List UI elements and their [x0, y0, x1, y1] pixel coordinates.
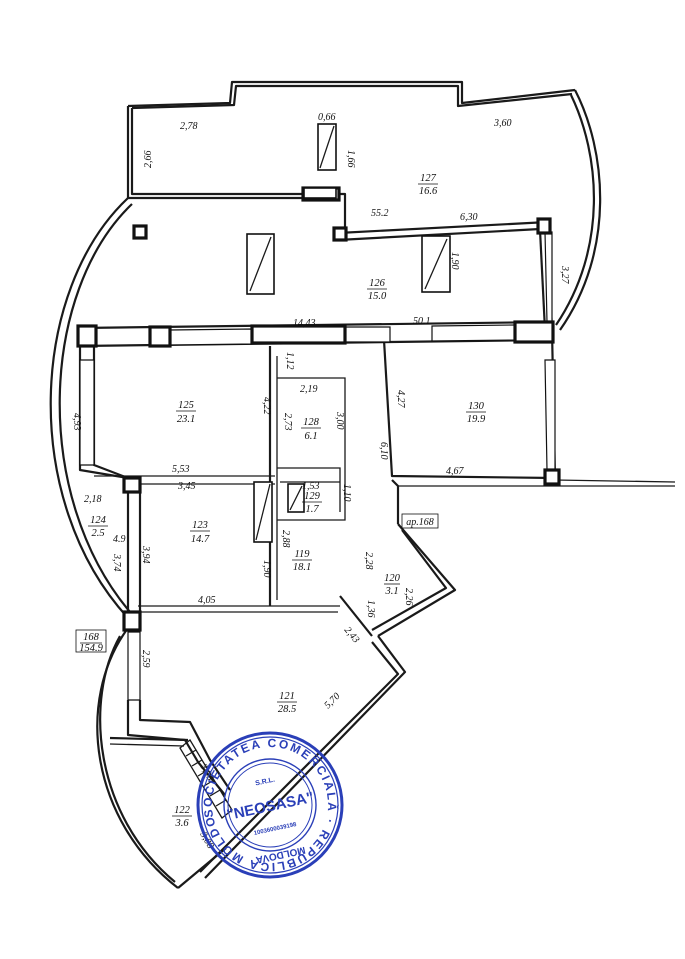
- dimension-label: 1,36: [365, 600, 376, 618]
- svg-text:120: 120: [384, 573, 401, 584]
- dimension-label: 2,73: [282, 413, 293, 431]
- dimension-label: 3,27: [559, 265, 570, 285]
- svg-text:16.6: 16.6: [419, 186, 438, 197]
- svg-text:130: 130: [468, 401, 485, 412]
- dimension-label: 3,45: [177, 481, 196, 492]
- dimension-label: 0,66: [318, 112, 336, 123]
- stamp-name: "NEOSASA": [225, 789, 315, 824]
- svg-text:28.5: 28.5: [278, 704, 296, 715]
- dimension-label: 2,18: [84, 494, 102, 505]
- pillar: [132, 224, 148, 240]
- stamp-code: 1003600039198: [253, 822, 297, 837]
- stamp-form: S.R.L.: [255, 777, 276, 788]
- pillar: [536, 217, 552, 235]
- pillar: [513, 320, 555, 344]
- room-124: 124 2.5: [88, 515, 108, 539]
- svg-text:119: 119: [295, 549, 311, 560]
- room-127: 127 16.6: [418, 173, 438, 197]
- dimension-label: 2,28: [363, 552, 374, 570]
- svg-text:14.7: 14.7: [191, 534, 210, 545]
- dimension-label: 6,30: [460, 212, 478, 223]
- dimension-label: 3,94: [140, 545, 151, 564]
- svg-text:128: 128: [303, 417, 320, 428]
- pillar: [250, 324, 347, 345]
- svg-text:168: 168: [83, 632, 100, 643]
- dimension-label: 4.9: [113, 534, 126, 545]
- pillars: [76, 186, 561, 632]
- dimension-label: 3,74: [111, 553, 122, 572]
- svg-text:129: 129: [304, 491, 321, 502]
- dimension-label: 1,90: [261, 560, 272, 578]
- dimension-label: 2,78: [180, 121, 198, 132]
- svg-text:125: 125: [178, 400, 194, 411]
- svg-text:124: 124: [90, 515, 107, 526]
- svg-text:126: 126: [369, 278, 386, 289]
- dimension-label: 1,53: [302, 481, 320, 492]
- dimension-label: 2,26: [403, 588, 414, 606]
- vent-shafts: [246, 123, 451, 543]
- pillar: [148, 325, 172, 348]
- dimension-label: 3,60: [493, 118, 512, 129]
- dimension-label: 50.1: [413, 316, 431, 327]
- svg-text:6.1: 6.1: [304, 431, 317, 442]
- dimension-label: 4,93: [71, 413, 82, 431]
- svg-text:3.6: 3.6: [174, 818, 189, 829]
- dimension-label: 1,90: [449, 252, 460, 270]
- dimension-label: 1,10: [341, 484, 352, 502]
- room-122: 122 3.6: [172, 805, 192, 829]
- room-125: 125 23.1: [176, 400, 196, 425]
- dimension-label: 1,66: [345, 150, 356, 168]
- dimension-label: 5,70: [322, 691, 342, 711]
- pillar: [76, 324, 98, 348]
- room-labels: 127 16.6 126 15.0 125 23.1 128 6.1 130 1…: [75, 173, 486, 829]
- room-129: 129 1.7: [302, 491, 322, 515]
- svg-text:15.0: 15.0: [368, 291, 387, 302]
- dimension-label: 2,59: [140, 650, 151, 668]
- svg-text:127: 127: [420, 173, 437, 184]
- dimension-label: 5,53: [172, 464, 190, 475]
- dimension-label: 55.2: [371, 208, 389, 219]
- svg-text:154.9: 154.9: [79, 643, 103, 654]
- room-128: 128 6.1: [301, 417, 321, 442]
- dimension-label: 2,43: [342, 625, 362, 645]
- svg-text:18.1: 18.1: [293, 562, 311, 573]
- dimension-label: 2,66: [143, 151, 154, 169]
- room-121: 121 28.5: [277, 691, 297, 715]
- dimension-label: 4,27: [395, 390, 406, 409]
- svg-text:123: 123: [192, 520, 208, 531]
- dimension-label: 4,67: [446, 466, 465, 477]
- room-119: 119 18.1: [292, 549, 312, 573]
- svg-text:ap.168: ap.168: [406, 517, 434, 528]
- svg-text:3.1: 3.1: [384, 586, 398, 597]
- outer-walls: [49, 80, 602, 889]
- svg-text:2.5: 2.5: [91, 528, 104, 539]
- dimension-label: 2,19: [300, 384, 318, 395]
- dimension-label: 1,12: [284, 352, 295, 370]
- dimension-label: 2,88: [280, 530, 291, 548]
- svg-text:19.9: 19.9: [467, 414, 486, 425]
- room-168-total: 168 154.9: [75, 629, 107, 654]
- room-120: 120 3.1: [384, 573, 401, 597]
- dimension-label: 4,05: [198, 595, 216, 606]
- dimension-label: 6,10: [378, 442, 389, 460]
- dimension-label: 14,43: [293, 318, 316, 329]
- room-123: 123 14.7: [190, 520, 210, 545]
- windows: [79, 231, 556, 701]
- svg-text:122: 122: [174, 805, 191, 816]
- svg-text:23.1: 23.1: [177, 414, 195, 425]
- room-126: 126 15.0: [367, 278, 387, 302]
- pillar: [543, 468, 561, 486]
- pillar: [122, 610, 142, 632]
- pillar: [332, 226, 348, 242]
- pillar: [122, 476, 142, 494]
- company-stamp: SOCIETATEA COMERCIALĂ · REPUBLICA MOLDOV…: [188, 723, 352, 887]
- dimension-label: 4,22: [261, 397, 272, 415]
- svg-text:1.7: 1.7: [305, 504, 319, 515]
- room-130: 130 19.9: [466, 401, 486, 425]
- vent-shaft: [303, 187, 337, 199]
- svg-text:121: 121: [279, 691, 295, 702]
- dimension-label: 3,00: [334, 411, 345, 430]
- apartment-tag: ap.168: [401, 513, 439, 529]
